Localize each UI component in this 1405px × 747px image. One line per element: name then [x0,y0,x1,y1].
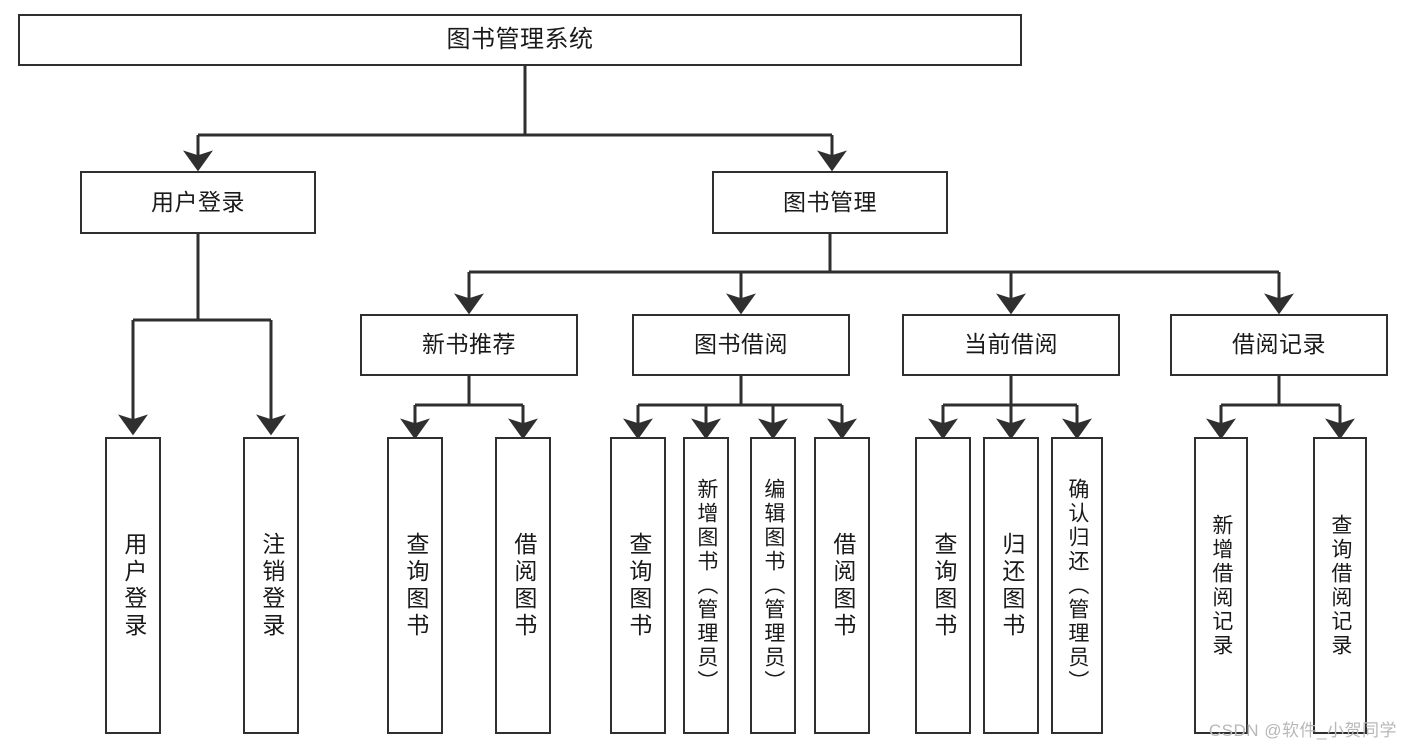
node-leaf-edit-book-label: 编辑图书（管理员） [761,477,785,694]
node-leaf-query-book-3-label: 查询图书 [930,531,957,640]
node-book-borrow[interactable]: 图书借阅 [632,314,850,376]
node-leaf-logout[interactable]: 注销登录 [243,437,299,734]
node-root-label: 图书管理系统 [446,25,594,53]
node-leaf-query-book-1[interactable]: 查询图书 [387,437,443,734]
node-leaf-return-book-label: 归还图书 [998,531,1025,640]
node-leaf-user-login[interactable]: 用户登录 [105,437,161,734]
node-leaf-logout-label: 注销登录 [258,531,285,640]
node-leaf-return-book[interactable]: 归还图书 [983,437,1039,734]
node-new-book-recommend-label: 新书推荐 [422,331,516,358]
node-leaf-add-record[interactable]: 新增借阅记录 [1194,437,1248,734]
node-leaf-borrow-book-2[interactable]: 借阅图书 [814,437,870,734]
node-leaf-query-book-3[interactable]: 查询图书 [915,437,971,734]
node-leaf-query-book-2-label: 查询图书 [625,531,652,640]
node-leaf-query-record-label: 查询借阅记录 [1328,513,1352,658]
node-book-management-label: 图书管理 [783,188,877,215]
node-borrow-record-label: 借阅记录 [1232,331,1326,358]
node-leaf-confirm-return-label: 确认归还（管理员） [1065,477,1089,694]
node-leaf-user-login-label: 用户登录 [120,531,147,640]
node-book-borrow-label: 图书借阅 [694,331,788,358]
node-leaf-query-book-2[interactable]: 查询图书 [610,437,666,734]
node-new-book-recommend[interactable]: 新书推荐 [360,314,578,376]
node-current-borrow[interactable]: 当前借阅 [902,314,1120,376]
node-current-borrow-label: 当前借阅 [964,331,1058,358]
node-leaf-edit-book[interactable]: 编辑图书（管理员） [750,437,796,734]
node-borrow-record[interactable]: 借阅记录 [1170,314,1388,376]
node-leaf-borrow-book-1[interactable]: 借阅图书 [495,437,551,734]
node-leaf-add-book[interactable]: 新增图书（管理员） [683,437,729,734]
node-user-login[interactable]: 用户登录 [80,171,316,234]
node-user-login-label: 用户登录 [151,188,245,215]
node-leaf-borrow-book-1-label: 借阅图书 [510,531,537,640]
node-book-management[interactable]: 图书管理 [712,171,948,234]
node-leaf-query-record[interactable]: 查询借阅记录 [1313,437,1367,734]
node-leaf-add-book-label: 新增图书（管理员） [694,477,718,694]
node-root[interactable]: 图书管理系统 [18,14,1022,66]
watermark-text: CSDN @软件_小贺同学 [1208,721,1397,740]
node-leaf-add-record-label: 新增借阅记录 [1209,513,1233,658]
node-leaf-query-book-1-label: 查询图书 [402,531,429,640]
node-leaf-confirm-return[interactable]: 确认归还（管理员） [1051,437,1103,734]
node-leaf-borrow-book-2-label: 借阅图书 [829,531,856,640]
